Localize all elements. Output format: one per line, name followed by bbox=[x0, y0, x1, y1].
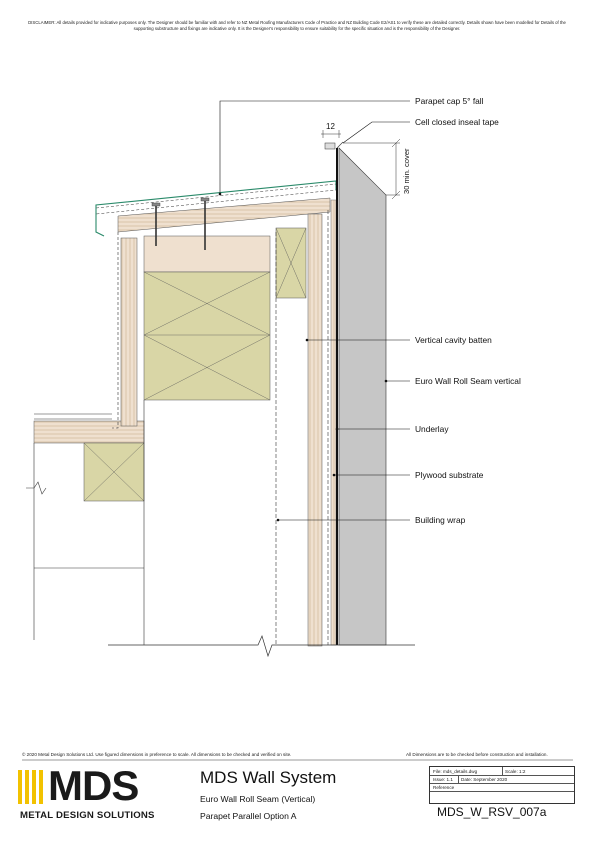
logo-mark: MDS bbox=[48, 762, 139, 809]
dimension-width-label: 12 bbox=[326, 122, 335, 131]
cavity-battens bbox=[275, 210, 329, 647]
title-block-subtitle: Euro Wall Roll Seam (Vertical) bbox=[200, 794, 316, 804]
title-block-detail: Parapet Parallel Option A bbox=[200, 811, 297, 821]
mds-logo: MDS METAL DESIGN SOLUTIONS bbox=[18, 764, 194, 822]
callout-cell-tape: Cell closed inseal tape bbox=[415, 117, 499, 127]
reference: Reference bbox=[433, 784, 455, 790]
section-break bbox=[108, 634, 415, 658]
logo-company-name: METAL DESIGN SOLUTIONS bbox=[20, 810, 155, 821]
scale: Scale: 1:2 bbox=[505, 768, 526, 774]
callout-parapet-cap: Parapet cap 5° fall bbox=[415, 96, 484, 106]
leader-dots bbox=[218, 192, 388, 522]
callout-plywood: Plywood substrate bbox=[415, 470, 484, 480]
euro-wall-cladding bbox=[324, 141, 387, 646]
fixing-screws bbox=[151, 197, 210, 250]
callout-underlay: Underlay bbox=[415, 424, 449, 434]
dimension-lines bbox=[321, 130, 401, 200]
issue: Issue: 1.1 bbox=[433, 776, 453, 782]
disclaimer-text: DISCLAIMER: All details provided for ind… bbox=[28, 20, 566, 31]
file-name: File: mds_details.dwg bbox=[433, 768, 478, 774]
callout-cavity-batten: Vertical cavity batten bbox=[415, 335, 492, 345]
roof-junction bbox=[26, 413, 145, 640]
leader-lines bbox=[219, 100, 410, 521]
title-block-title: MDS Wall System bbox=[200, 768, 337, 787]
cap-plywood bbox=[95, 183, 337, 233]
drawing-number: MDS_W_RSV_007a bbox=[437, 805, 547, 819]
copyright-note: © 2020 Metal Design Solutions Ltd. Use f… bbox=[22, 752, 292, 757]
date: Date: September 2020 bbox=[461, 776, 508, 782]
title-block-info: File: mds_details.dwg Scale: 1:2 Issue: … bbox=[429, 766, 575, 804]
parapet-framing bbox=[143, 227, 307, 401]
dimension-cover-label: 30 min. cover bbox=[402, 148, 411, 194]
logo-bars-icon bbox=[18, 770, 44, 804]
dimensions-note: All Dimensions are to be checked before … bbox=[406, 752, 548, 757]
callout-building-wrap: Building wrap bbox=[415, 515, 466, 525]
callout-euro-wall: Euro Wall Roll Seam vertical bbox=[415, 376, 521, 386]
parapet-plywood bbox=[112, 232, 138, 429]
